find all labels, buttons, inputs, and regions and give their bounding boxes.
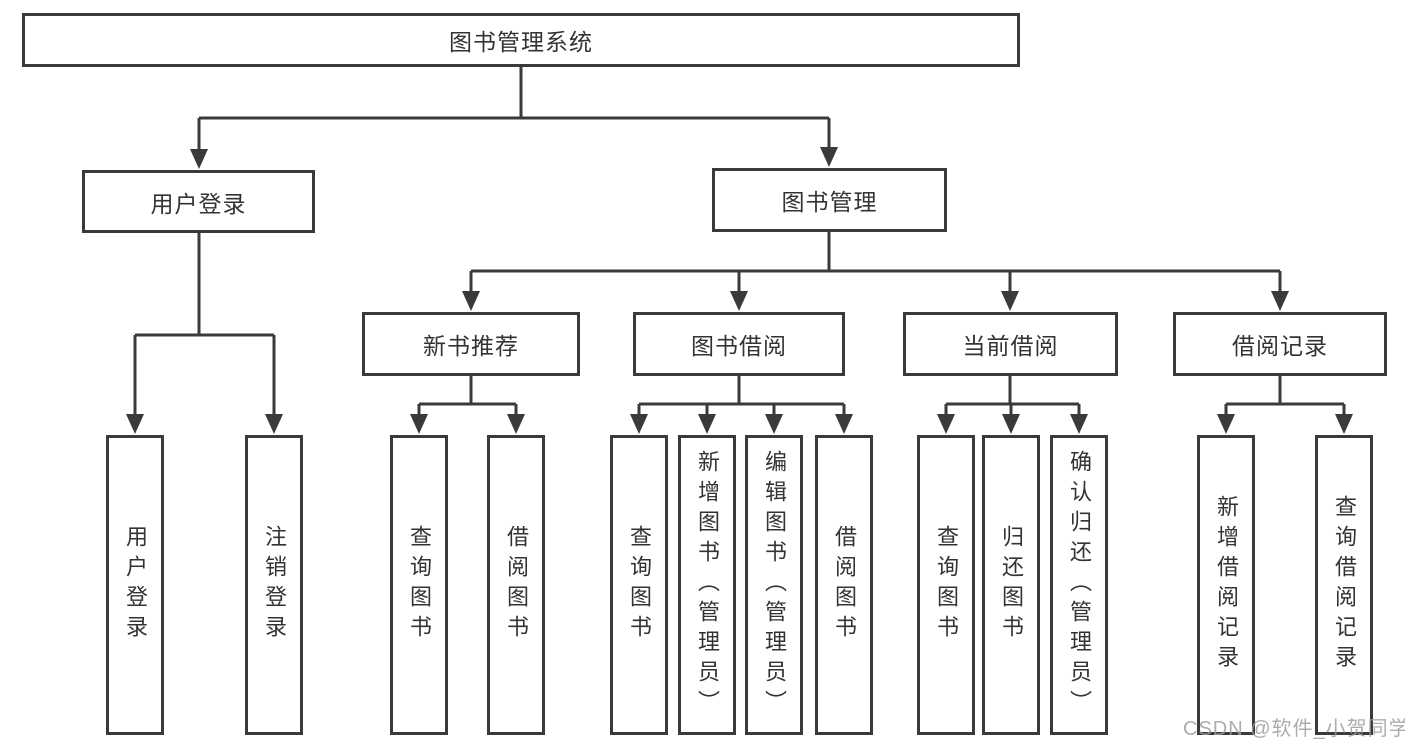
node-root: 图书管理系统 [22,13,1020,67]
node-new-book-recommend: 新书推荐 [362,312,580,376]
leaf-borrow-borrow-book: 借阅图书 [815,435,873,735]
leaf-borrow-query-book: 查询图书 [610,435,668,735]
node-user-login: 用户登录 [82,170,315,233]
leaf-add-book-admin: 新增图书（管理员） [678,435,736,735]
leaf-confirm-return-admin: 确认归还（管理员） [1050,435,1108,735]
node-book-borrow: 图书借阅 [633,312,845,376]
leaf-logout: 注销登录 [245,435,303,735]
csdn-watermark: CSDN @软件_小贺同学 [1183,718,1405,740]
leaf-newbook-query-book: 查询图书 [390,435,448,735]
node-borrow-records: 借阅记录 [1173,312,1387,376]
node-book-management: 图书管理 [712,168,947,232]
leaf-newbook-borrow-book: 借阅图书 [487,435,545,735]
leaf-query-borrow-record: 查询借阅记录 [1315,435,1373,735]
leaf-edit-book-admin: 编辑图书（管理员） [745,435,803,735]
leaf-current-query-book: 查询图书 [917,435,975,735]
leaf-return-book: 归还图书 [982,435,1040,735]
leaf-add-borrow-record: 新增借阅记录 [1197,435,1255,735]
leaf-user-login: 用户登录 [106,435,164,735]
node-current-borrow: 当前借阅 [903,312,1118,376]
